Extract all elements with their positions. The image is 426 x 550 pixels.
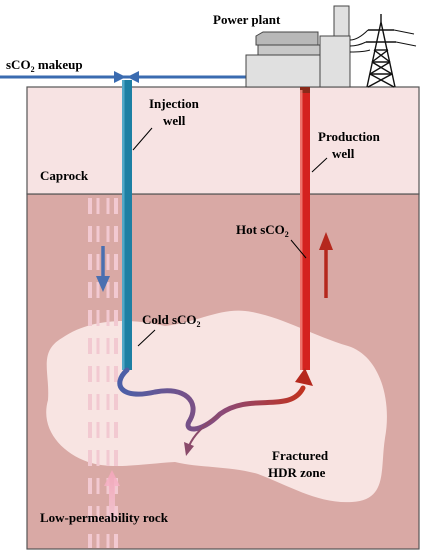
makeup-label: sCO2 makeup: [6, 57, 83, 74]
dashed-streaks: [88, 198, 118, 548]
low-permeability-label: Low-permeability rock: [40, 510, 169, 525]
loop-arrowhead-icon: [295, 368, 313, 386]
caprock-layer: [26, 86, 420, 195]
cold-pointer: [137, 329, 156, 347]
fractured-zone-label-2: HDR zone: [268, 465, 326, 480]
makeup-arrowheads-icon: [114, 71, 139, 83]
hot-pointer: [290, 239, 307, 259]
injection-well-label: Injection: [149, 96, 200, 111]
production-well-label-2: well: [332, 146, 355, 161]
cold-sco2-label: Cold sCO2: [142, 312, 201, 329]
production-well: [300, 90, 310, 370]
power-plant: [245, 5, 351, 88]
injection-well: [122, 80, 132, 370]
transmission-tower-icon: [349, 14, 417, 88]
injection-pointer: [132, 127, 153, 151]
hot-sco2-label: Hot sCO2: [236, 222, 289, 239]
power-plant-label: Power plant: [213, 12, 281, 27]
production-pointer: [311, 157, 328, 173]
production-well-label: Production: [318, 129, 381, 144]
branch-flow-path: [188, 413, 221, 447]
fracture-flow-path: [117, 367, 306, 432]
fractured-zone-label: Fractured: [272, 448, 329, 463]
caprock-label: Caprock: [40, 168, 89, 183]
upflow-arrow-icon: [104, 470, 120, 520]
injection-well-label-2: well: [163, 113, 186, 128]
